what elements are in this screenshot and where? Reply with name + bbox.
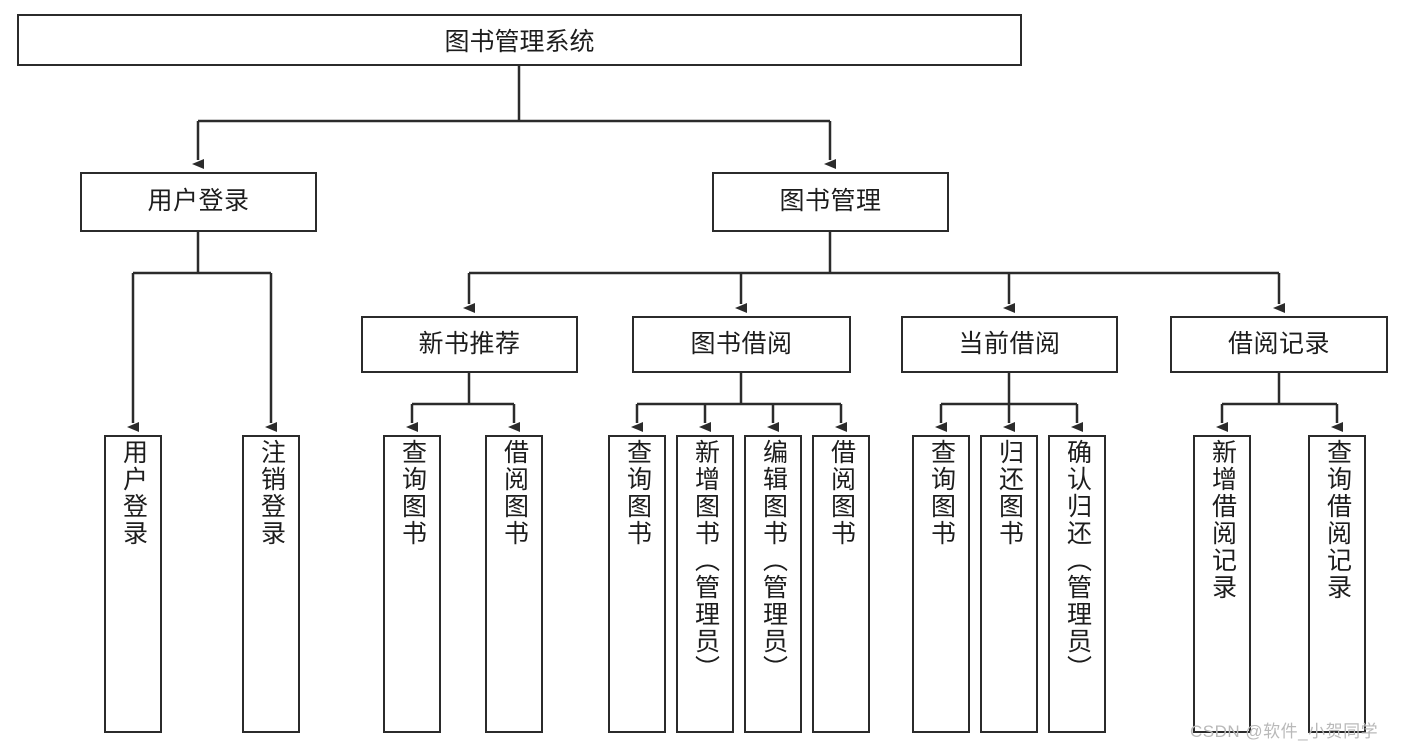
node-label: 归还图书 [995,439,1024,547]
node-label: 新增图书（管理员） [691,439,720,682]
node-label: 新增借阅记录 [1208,439,1237,601]
leaf-return-books[interactable]: 归还图书 [980,435,1038,733]
leaf-add-borrowing-record[interactable]: 新增借阅记录 [1193,435,1251,733]
node-current-borrowing[interactable]: 当前借阅 [901,316,1118,373]
node-new-book-recommendation[interactable]: 新书推荐 [361,316,578,373]
node-label: 编辑图书（管理员） [759,439,788,682]
node-label: 借阅记录 [1227,329,1330,358]
leaf-edit-book-admin[interactable]: 编辑图书（管理员） [744,435,802,733]
leaf-query-borrowing-record[interactable]: 查询借阅记录 [1308,435,1366,733]
node-label: 图书管理 [779,187,882,216]
leaf-user-login[interactable]: 用户登录 [104,435,162,733]
leaf-query-books-recommendation[interactable]: 查询图书 [383,435,441,733]
node-book-management[interactable]: 图书管理 [712,172,949,232]
node-label: 查询图书 [623,439,652,547]
leaf-borrow-books[interactable]: 借阅图书 [812,435,870,733]
csdn-watermark: CSDN @软件_小贺同学 [1190,722,1379,741]
node-label: 用户登录 [147,187,250,216]
leaf-borrow-books-recommendation[interactable]: 借阅图书 [485,435,543,733]
node-label: 图书管理系统 [444,28,595,56]
node-borrowing-records[interactable]: 借阅记录 [1170,316,1388,373]
node-label: 用户登录 [119,439,148,547]
node-label: 注销登录 [257,439,286,547]
leaf-add-book-admin[interactable]: 新增图书（管理员） [676,435,734,733]
node-label: 确认归还（管理员） [1063,439,1092,682]
node-label: 查询图书 [398,439,427,547]
node-label: 查询图书 [927,439,956,547]
node-label: 图书借阅 [690,329,793,358]
node-label: 当前借阅 [958,329,1061,358]
node-user-login[interactable]: 用户登录 [80,172,317,232]
leaf-query-books-current[interactable]: 查询图书 [912,435,970,733]
node-book-borrowing[interactable]: 图书借阅 [632,316,851,373]
node-label: 借阅图书 [827,439,856,547]
node-label: 借阅图书 [500,439,529,547]
node-label: 新书推荐 [418,329,521,358]
leaf-logout[interactable]: 注销登录 [242,435,300,733]
leaf-query-books[interactable]: 查询图书 [608,435,666,733]
leaf-confirm-return-admin[interactable]: 确认归还（管理员） [1048,435,1106,733]
node-root-book-management-system[interactable]: 图书管理系统 [17,14,1022,66]
node-label: 查询借阅记录 [1323,439,1352,601]
